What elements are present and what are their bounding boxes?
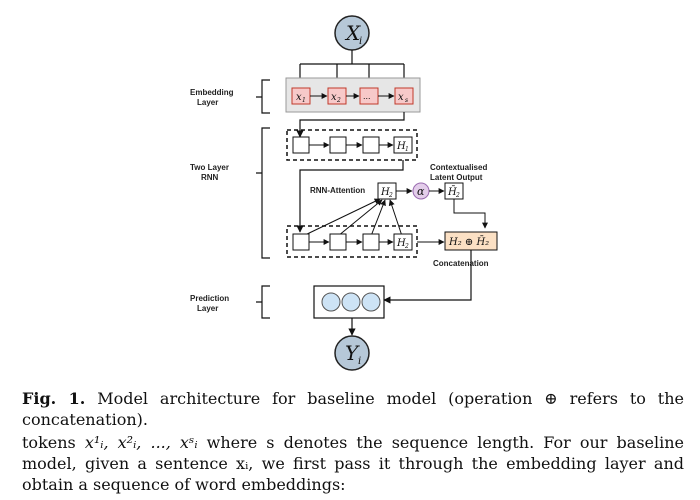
concat-label: Concatenation <box>433 259 489 268</box>
svg-text:1: 1 <box>302 97 306 104</box>
attention-label: RNN-Attention <box>310 186 365 195</box>
token-xs: x s <box>394 87 414 105</box>
figure-label: Fig. 1. <box>22 389 86 408</box>
attention-node: H 2 <box>377 182 397 200</box>
body-paragraph: tokens x¹ᵢ, x²ᵢ, ..., xˢᵢ where s denote… <box>22 433 685 494</box>
svg-text:H: H <box>396 141 406 152</box>
alpha-node: α <box>412 182 430 200</box>
embedding-label-1: Embedding <box>190 88 234 97</box>
svg-text:Y: Y <box>345 341 360 365</box>
token-ellipsis: ... <box>359 87 379 105</box>
svg-text:x: x <box>398 92 404 103</box>
output-node: Y i <box>334 335 370 371</box>
svg-text:2: 2 <box>388 192 393 199</box>
svg-text:x: x <box>331 92 337 103</box>
rnn-interlayer-arrow <box>296 160 404 233</box>
token-x2: x 2 <box>327 87 347 105</box>
attention-arrows <box>302 188 488 237</box>
layer-braces <box>256 79 270 319</box>
concat-node: H₂ ⊕ H̄₂ <box>444 231 498 251</box>
svg-text:...: ... <box>363 91 371 101</box>
token-x1: x 1 <box>291 87 311 105</box>
svg-text:i: i <box>358 356 361 367</box>
figure-caption: Fig. 1. Model architecture for baseline … <box>22 388 684 495</box>
prediction-layer <box>313 285 385 319</box>
rnn-label-2: RNN <box>201 173 219 182</box>
concat-to-prediction-arrow <box>383 250 472 304</box>
model-architecture-diagram: X i x 1 x 2 ... x s <box>190 15 498 371</box>
embedding-label-2: Layer <box>197 98 218 107</box>
svg-text:2: 2 <box>404 243 409 250</box>
caption-line: Fig. 1. Model architecture for baseline … <box>22 388 684 430</box>
figure-caption-text: Model architecture for baseline model (o… <box>22 389 684 429</box>
svg-text:2: 2 <box>455 192 460 199</box>
input-node-label: X <box>344 21 361 45</box>
rnn-layer-1: H 1 <box>286 129 418 161</box>
rnn-layer-2: H 2 <box>286 225 445 258</box>
latent-output-node: H̄ 2 <box>444 182 464 200</box>
layer-labels: Embedding Layer Two Layer RNN Prediction… <box>190 88 234 313</box>
svg-text:H₂ ⊕ H̄₂: H₂ ⊕ H̄₂ <box>448 236 489 248</box>
rnn-label-1: Two Layer <box>190 163 229 172</box>
latent-label-line1: Contextualised <box>430 163 487 172</box>
svg-text:H: H <box>396 238 406 249</box>
prediction-label-2: Layer <box>197 304 218 313</box>
svg-text:α: α <box>417 185 425 198</box>
svg-text:i: i <box>359 36 362 47</box>
svg-text:H̄: H̄ <box>447 186 457 198</box>
svg-text:1: 1 <box>405 146 409 153</box>
svg-text:x: x <box>296 92 302 103</box>
svg-text:H: H <box>380 187 390 198</box>
embedding-to-rnn-arrow <box>296 112 405 138</box>
token-sequence: x¹ᵢ, x²ᵢ, ..., xˢᵢ <box>84 433 198 452</box>
svg-text:2: 2 <box>336 97 341 104</box>
embedding-layer: x 1 x 2 ... x s <box>285 77 421 113</box>
latent-label-line2: Latent Output <box>430 173 483 182</box>
input-node: X i <box>334 15 370 51</box>
svg-text:s: s <box>405 97 408 104</box>
prediction-label-1: Prediction <box>190 294 229 303</box>
